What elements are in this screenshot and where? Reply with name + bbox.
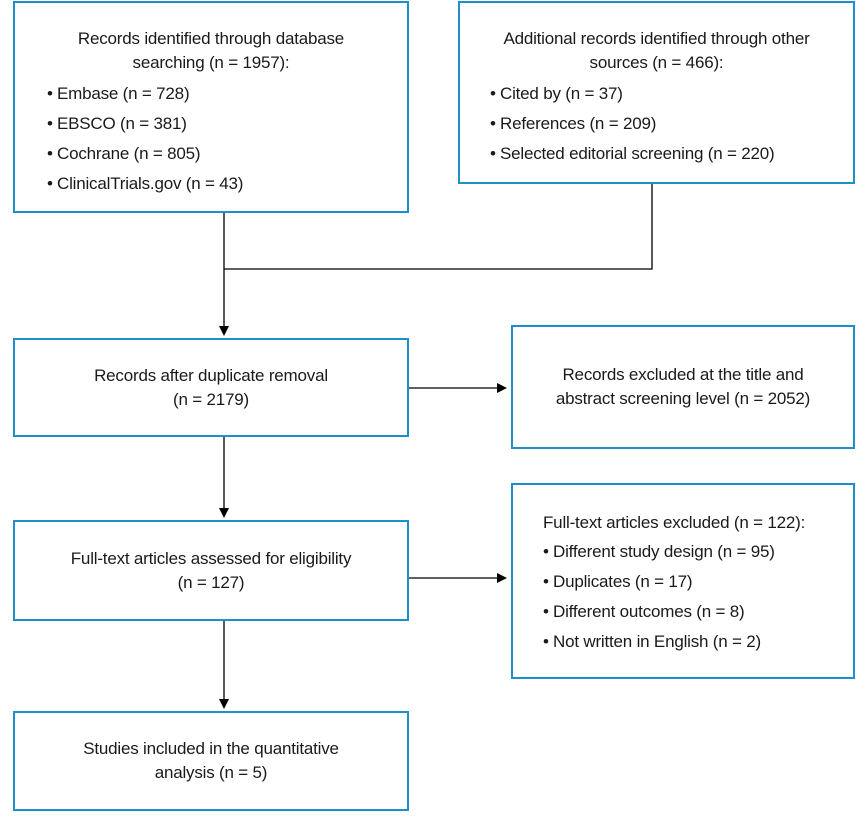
list-item: •ClinicalTrials.gov (n = 43) xyxy=(47,169,407,199)
list-item: •Different study design (n = 95) xyxy=(543,537,853,567)
identified-source-list: •Embase (n = 728) •EBSCO (n = 381) •Coch… xyxy=(47,79,407,199)
bullet-icon: • xyxy=(47,114,53,133)
assessed-line1: Full-text articles assessed for eligibil… xyxy=(70,548,352,568)
assessed-line2: (n = 127) xyxy=(177,572,245,592)
additional-title-line2: sources (n = 466): xyxy=(589,53,724,72)
included-line1: Studies included in the quantitative xyxy=(83,739,339,758)
box-excluded-title-abstract: Records excluded at the title and abstra… xyxy=(511,325,855,449)
box-records-identified: Records identified through database sear… xyxy=(13,1,409,213)
list-item: •Not written in English (n = 2) xyxy=(543,627,853,657)
box-after-duplicate-removal: Records after duplicate removal (n = 217… xyxy=(13,338,409,437)
bullet-icon: • xyxy=(543,632,549,651)
bullet-icon: • xyxy=(490,84,496,103)
box-fulltext-excluded: Full-text articles excluded (n = 122): •… xyxy=(511,483,855,679)
additional-source-list: •Cited by (n = 37) •References (n = 209)… xyxy=(490,79,853,169)
identified-title-line2: searching (n = 1957): xyxy=(132,53,290,72)
list-item: •EBSCO (n = 381) xyxy=(47,109,407,139)
excluded-fulltext-title: Full-text articles excluded (n = 122): xyxy=(543,513,806,532)
bullet-icon: • xyxy=(543,542,549,561)
bullet-icon: • xyxy=(47,84,53,103)
box-additional-records: Additional records identified through ot… xyxy=(458,1,855,184)
list-item: •References (n = 209) xyxy=(490,109,853,139)
list-item: •Selected editorial screening (n = 220) xyxy=(490,139,853,169)
additional-title-line1: Additional records identified through ot… xyxy=(503,29,810,48)
list-item: •Embase (n = 728) xyxy=(47,79,407,109)
excluded-title-line2: abstract screening level (n = 2052) xyxy=(555,389,811,408)
list-item: •Different outcomes (n = 8) xyxy=(543,597,853,627)
bullet-icon: • xyxy=(543,602,549,621)
bullet-icon: • xyxy=(490,144,496,163)
list-item: •Cochrane (n = 805) xyxy=(47,139,407,169)
excluded-title-line1: Records excluded at the title and xyxy=(562,365,804,384)
excluded-reason-list: •Different study design (n = 95) •Duplic… xyxy=(543,537,853,657)
bullet-icon: • xyxy=(47,174,53,193)
after-duplicates-line1: Records after duplicate removal xyxy=(94,365,328,385)
box-fulltext-assessed: Full-text articles assessed for eligibil… xyxy=(13,520,409,621)
list-item: •Cited by (n = 37) xyxy=(490,79,853,109)
included-line2: analysis (n = 5) xyxy=(154,763,268,782)
after-duplicates-line2: (n = 2179) xyxy=(173,389,249,409)
bullet-icon: • xyxy=(47,144,53,163)
bullet-icon: • xyxy=(490,114,496,133)
list-item: •Duplicates (n = 17) xyxy=(543,567,853,597)
box-studies-included: Studies included in the quantitative ana… xyxy=(13,711,409,811)
bullet-icon: • xyxy=(543,572,549,591)
connector-additional-join xyxy=(224,184,653,270)
identified-title-line1: Records identified through database xyxy=(77,29,345,48)
